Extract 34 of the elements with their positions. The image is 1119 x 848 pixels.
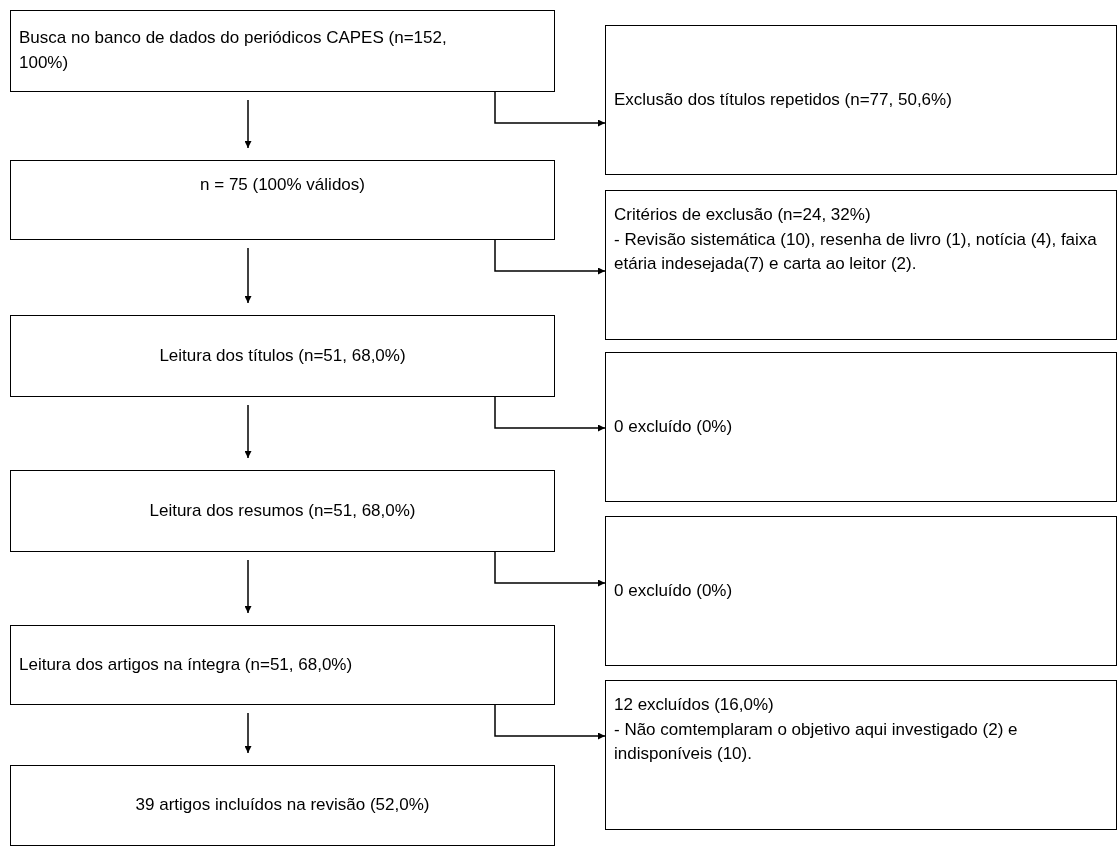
arrow bbox=[244, 559, 252, 614]
arrow bbox=[494, 91, 606, 127]
process-box bbox=[10, 625, 555, 705]
arrow bbox=[244, 404, 252, 459]
box-text: Leitura dos títulos (n=51, 68,0%) bbox=[159, 344, 406, 367]
process-box bbox=[605, 25, 1117, 175]
process-box bbox=[10, 10, 555, 92]
process-box bbox=[605, 352, 1117, 502]
process-box bbox=[10, 315, 555, 397]
process-box bbox=[10, 160, 555, 240]
arrow bbox=[244, 247, 252, 304]
process-box bbox=[10, 765, 555, 846]
box-text: Critérios de exclusão (n=24, 32%) bbox=[614, 204, 871, 226]
box-text: n = 75 (100% válidos) bbox=[200, 174, 365, 196]
arrow bbox=[494, 396, 606, 432]
box-detail-text: - Revisão sistemática (10), resenha de livro (1), notícia (4), faixa etária indesejada(7) e carta ao leitor (2). bbox=[614, 228, 1098, 276]
arrow bbox=[494, 551, 606, 587]
box-text: 0 excluído (0%) bbox=[614, 579, 733, 602]
process-box bbox=[605, 190, 1117, 340]
box-text: 0 excluído (0%) bbox=[614, 415, 733, 438]
box-text: Leitura dos resumos (n=51, 68,0%) bbox=[149, 499, 416, 522]
arrow bbox=[244, 99, 252, 149]
arrow bbox=[494, 704, 606, 740]
box-text: Busca no banco de dados do periódicos CAPES (n=152, 100%) bbox=[19, 27, 448, 74]
arrow bbox=[494, 239, 606, 275]
process-box bbox=[605, 680, 1117, 830]
box-text: Leitura dos artigos na íntegra (n=51, 68,0%) bbox=[19, 653, 353, 676]
process-box bbox=[605, 516, 1117, 666]
box-detail-text: - Não comtemplaram o objetivo aqui investigado (2) e indisponíveis (10). bbox=[614, 718, 1019, 766]
box-text: 12 excluídos (16,0%) bbox=[614, 694, 774, 716]
arrow bbox=[244, 712, 252, 754]
box-text: 39 artigos incluídos na revisão (52,0%) bbox=[135, 794, 430, 817]
box-text: Exclusão dos títulos repetidos (n=77, 50,6%) bbox=[614, 88, 952, 111]
process-box bbox=[10, 470, 555, 552]
